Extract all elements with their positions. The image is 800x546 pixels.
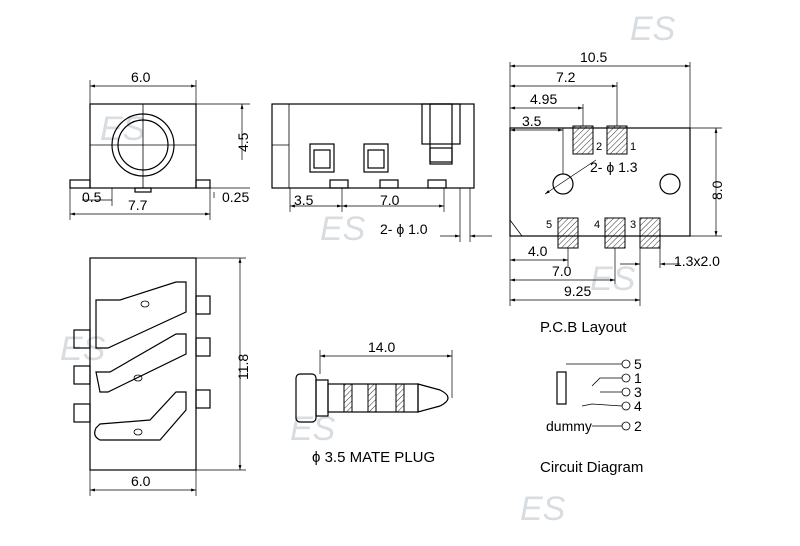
dim-side-hole: 2- ϕ 1.0 [380,221,428,237]
pcb-layout: 2 1 5 4 3 2- ϕ 1.3 10.5 7.2 4.95 3.5 8.0… [509,49,725,336]
jack-opening-inner [117,119,169,171]
contact-spring [95,333,187,393]
pcb-hole [659,173,681,195]
pcb-pin-label: 2 [596,141,602,153]
pcb-hole-label: 2- ϕ 1.3 [590,159,638,175]
watermark-logo: ES [290,410,336,448]
pcb-pin-label: 3 [630,219,636,231]
circuit-pin-label: 5 [634,356,642,372]
dim-pcb-pad-size: 1.3x2.0 [674,253,720,269]
side-body [271,103,475,189]
pcb-pin-label: 5 [546,219,552,231]
contact-spring [95,281,187,349]
pcb-pad-1 [606,125,628,155]
top-body [89,257,197,471]
dim-pcb-height: 8.0 [709,180,725,200]
dim-side-pitch-2: 7.0 [380,192,400,208]
dim-pcb-3-5: 3.5 [522,113,542,129]
dim-pcb-7-2: 7.2 [556,69,576,85]
plug-ring-insulator [343,383,353,413]
pcb-caption: P.C.B Layout [540,319,627,336]
pcb-pad-4 [604,217,626,249]
watermark-logo: ES [520,490,566,528]
dim-top-height: 11.8 [235,354,251,380]
watermark-logo: ES [60,330,106,368]
dim-top-width: 6.0 [131,473,151,489]
plug-ring-insulator [395,383,405,413]
mate-plug: 14.0 ϕ 3.5 MATE PLUG [295,339,453,466]
dim-pcb-width: 10.5 [580,49,607,65]
dim-plug-length: 14.0 [368,339,395,355]
dim-side-pitch-1: 3.5 [294,192,314,208]
watermark-group: ES ES ES ES ES ES ES [60,10,676,528]
watermark-logo: ES [320,210,366,248]
watermark-logo: ES [100,110,146,148]
front-view: 6.0 4.5 7.7 0.5 0.25 [69,69,251,220]
dim-front-height: 4.5 [235,132,251,152]
pcb-pad-3 [639,217,661,249]
circuit-diagram: 5 1 3 4 2 dummy Circuit Diagram [540,356,643,476]
pcb-outline [509,127,691,237]
dim-pcb-7-0: 7.0 [552,263,572,279]
jack-opening-outer [111,113,175,177]
circuit-dummy-label: dummy [546,418,592,434]
circuit-jack-symbol [556,371,567,405]
plug-tip [417,383,449,413]
pcb-pad-2 [572,125,594,155]
circuit-pin-label: 2 [634,418,642,434]
plug-caption: ϕ 3.5 MATE PLUG [312,449,435,466]
side-view: 3.5 7.0 2- ϕ 1.0 [271,103,492,242]
dim-pcb-4-0: 4.0 [528,243,548,259]
pcb-pin-label: 1 [630,141,636,153]
circuit-pin-label: 3 [634,384,642,400]
dim-pcb-4-95: 4.95 [530,91,557,107]
pcb-pad-5 [557,217,579,249]
watermark-logo: ES [630,10,676,48]
circuit-pin-label: 1 [634,370,642,386]
circuit-pin-label: 4 [634,398,642,414]
contact-spring [94,391,187,441]
plug-ring-insulator [367,383,377,413]
pcb-pin-label: 4 [594,219,600,231]
top-view: 11.8 6.0 [73,257,251,496]
dim-front-width-top: 6.0 [131,69,151,85]
watermark-logo: ES [590,260,636,298]
dim-pcb-9-25: 9.25 [564,283,591,299]
circuit-caption: Circuit Diagram [540,459,643,476]
dim-front-left: 0.5 [82,189,102,205]
dim-front-width-bottom: 7.7 [128,197,148,213]
dim-front-right: 0.25 [222,189,249,205]
